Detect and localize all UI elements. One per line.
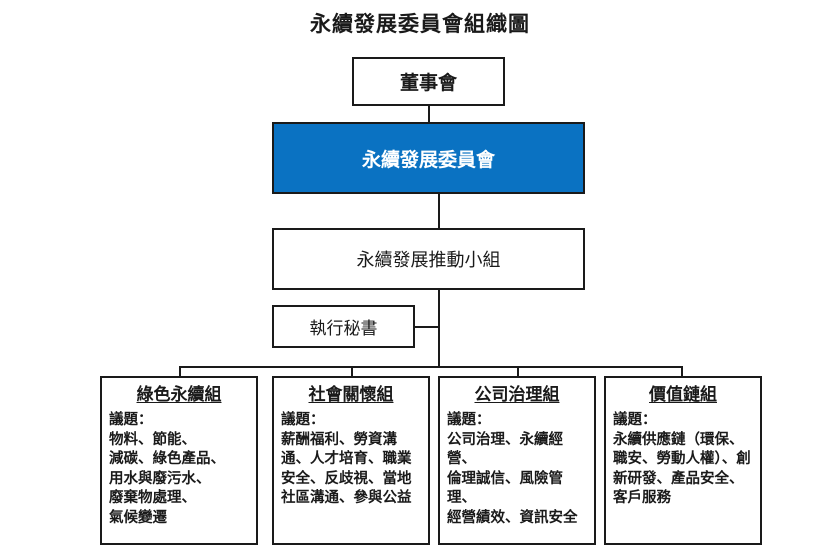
- group-title-3: 價值鏈組: [649, 385, 717, 405]
- group-box-green-sustainability[interactable]: 綠色永續組 議題： 物料、節能、 減碳、綠色產品、 用水與廢污水、 廢棄物處理、…: [100, 376, 258, 545]
- node-board-of-directors[interactable]: 董事會: [352, 57, 505, 106]
- connector-committee-to-taskforce: [438, 194, 440, 228]
- group-title-1: 社會關懷組: [308, 385, 394, 405]
- group-title-0: 綠色永續組: [136, 385, 222, 405]
- connector-group-bus: [179, 366, 683, 368]
- group-topics-0: 議題： 物料、節能、 減碳、綠色產品、 用水與廢污水、 廢棄物處理、 氣候變遷: [109, 412, 225, 526]
- group-title-2: 公司治理組: [474, 385, 560, 405]
- page-title: 永續發展委員會組織圖: [310, 12, 530, 36]
- node-sustainability-committee[interactable]: 永續發展委員會: [272, 122, 585, 194]
- connector-drop-group-3: [681, 366, 683, 376]
- group-box-social-care[interactable]: 社會關懷組 議題： 薪酬福利、勞資溝通、人才培育、職業安全、反歧視、當地社區溝通…: [272, 376, 430, 545]
- connector-drop-group-0: [179, 366, 181, 376]
- node-promotion-taskforce-label: 永續發展推動小組: [356, 250, 501, 271]
- group-box-value-chain[interactable]: 價值鏈組 議題： 永續供應鏈（環保、職安、勞動人權）、創新研發、產品安全、客戶服…: [604, 376, 762, 545]
- group-box-corporate-governance[interactable]: 公司治理組 議題： 公司治理、永續經營、 倫理誠信、風險管理、 經營績效、資訊安…: [438, 376, 596, 545]
- group-topics-2: 議題： 公司治理、永續經營、 倫理誠信、風險管理、 經營績效、資訊安全: [447, 412, 578, 526]
- connector-secretary-to-trunk: [415, 326, 440, 328]
- group-topics-1: 議題： 薪酬福利、勞資溝通、人才培育、職業安全、反歧視、當地社區溝通、參與公益: [281, 412, 412, 506]
- connector-board-to-committee: [428, 106, 430, 122]
- connector-drop-group-1: [351, 366, 353, 376]
- group-topics-3: 議題： 永續供應鏈（環保、職安、勞動人權）、創新研發、產品安全、客戶服務: [613, 412, 751, 506]
- connector-taskforce-trunk: [438, 290, 440, 366]
- node-board-of-directors-label: 董事會: [399, 72, 457, 94]
- node-promotion-taskforce[interactable]: 永續發展推動小組: [272, 228, 585, 290]
- node-executive-secretary[interactable]: 執行秘書: [272, 305, 415, 348]
- node-sustainability-committee-label: 永續發展委員會: [361, 148, 495, 171]
- node-executive-secretary-label: 執行秘書: [309, 319, 378, 339]
- connector-drop-group-2: [517, 366, 519, 376]
